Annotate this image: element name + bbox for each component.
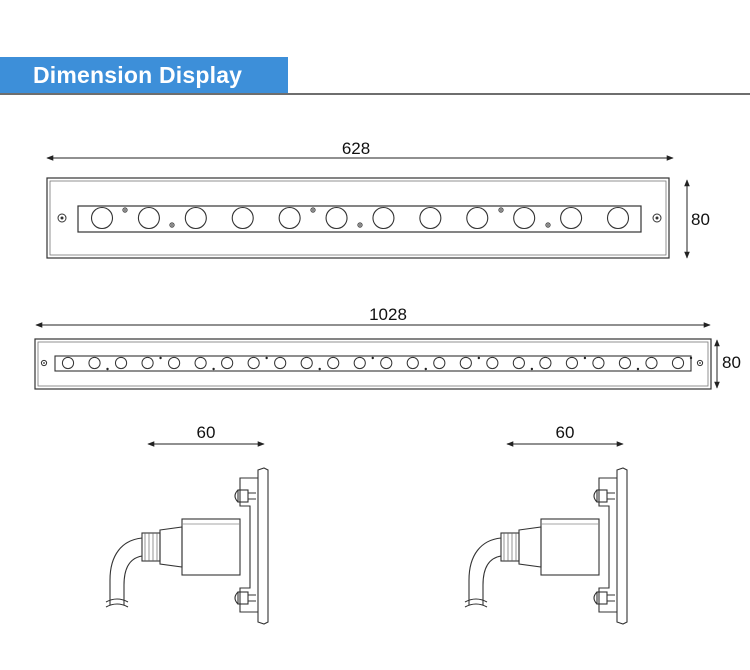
led-lens [61,356,75,370]
led-lens [114,356,128,370]
fixture-side-profile [464,467,628,625]
end-screw-left [57,213,67,223]
screw-mark [265,356,268,360]
led-lens [459,356,472,370]
fixture-side-profile [105,467,269,625]
lens-channel [54,355,692,372]
fixture-frame [34,338,712,390]
screw-mark [545,222,551,228]
end-screw-left [40,359,48,367]
led-lens [433,356,446,370]
led-lens [141,356,154,370]
led-lens [606,206,630,230]
screw-mark [122,207,128,213]
led-lens [194,356,207,370]
length-label: 1028 [369,305,407,324]
depth-label: 60 [556,423,575,442]
header-band [0,57,288,94]
screw-mark [318,367,321,371]
led-lens [513,206,536,230]
fixture-frame [46,177,670,259]
led-lens [167,356,181,370]
side-view-left: 60 [105,423,269,625]
led-lens [137,206,160,230]
height-label: 80 [691,210,710,229]
long-fixture: 1028 80 [34,305,741,390]
fixture-frame-inner [49,180,667,256]
led-lens [618,356,632,370]
screw-mark [498,207,504,213]
lens-channel [77,205,642,233]
led-lens [325,206,348,230]
led-lens [406,356,419,370]
screw-mark [583,356,587,360]
screw-mark [169,222,175,228]
side-view-right: 60 [464,423,628,625]
led-lens-row [61,356,693,371]
height-label: 80 [722,353,741,372]
led-lens [512,356,525,370]
led-lens [90,206,114,230]
screw-mark [357,222,363,228]
length-label: 628 [342,139,370,158]
screw-mark [477,356,481,360]
top-fixture: 628 80 [46,139,710,259]
end-screw-right [696,359,704,367]
led-lens [327,356,340,370]
led-lens [88,356,101,370]
led-lens [231,206,254,230]
screw-mark [159,356,162,360]
depth-label: 60 [197,423,216,442]
screw-mark [636,367,640,371]
page-title: Dimension Display [33,62,243,88]
led-lens [539,356,552,370]
led-lens [419,206,442,230]
screw-mark [530,367,534,371]
mounting-marks [122,207,551,228]
led-lens [592,356,605,370]
led-lens [466,206,489,230]
end-screw-right [652,213,662,223]
led-lens [380,356,393,370]
screw-mark [310,207,316,213]
header-rule [0,93,750,95]
screw-mark [689,356,693,360]
led-lens [645,356,658,370]
led-lens [353,356,366,370]
screw-mark [371,356,374,360]
screw-mark [212,367,215,371]
screw-mark [424,367,427,371]
led-lens [372,206,395,230]
led-lens [278,206,301,230]
led-lens [274,356,287,370]
led-lens [247,356,260,370]
led-lens [184,206,207,230]
led-lens-row [90,206,630,230]
fixture-frame-inner [37,341,709,387]
led-lens [560,206,583,230]
led-lens [300,356,313,370]
led-lens [671,356,685,370]
screw-mark [106,367,109,371]
led-lens [565,356,579,370]
led-lens [221,356,234,370]
led-lens [486,356,499,370]
